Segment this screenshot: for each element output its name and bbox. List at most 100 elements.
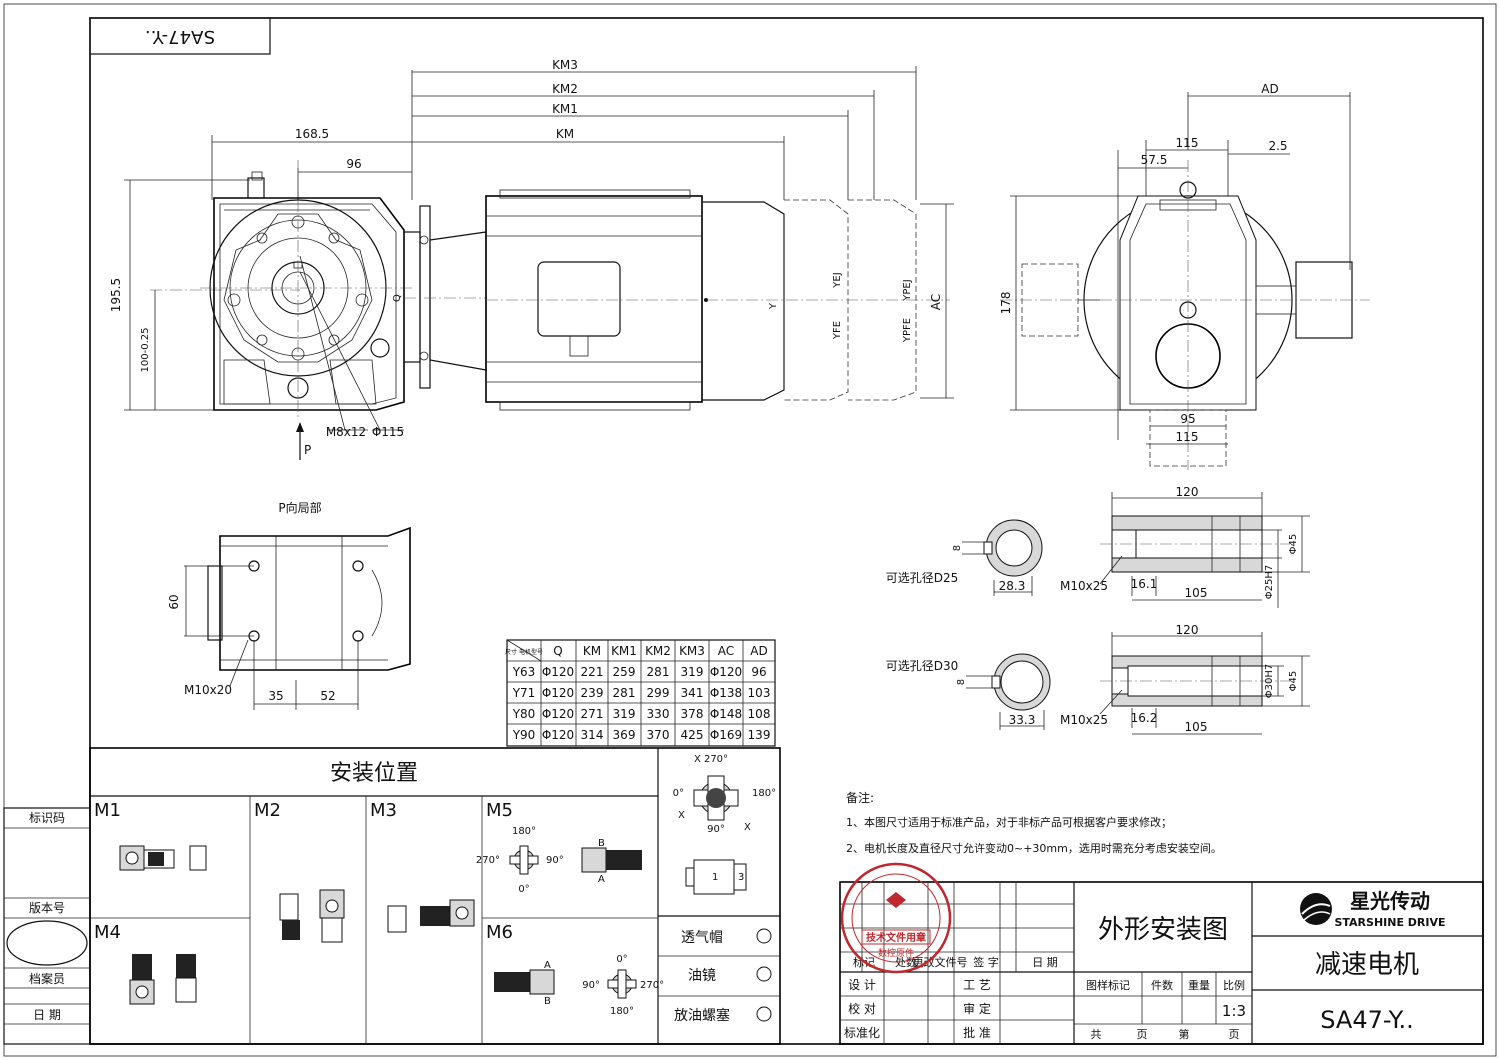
table-cell: 314 (581, 728, 604, 742)
table-header-cell: KM (583, 644, 601, 658)
position-label-m1: M1 (94, 800, 121, 821)
legend-drain-plug: 放油螺塞 (674, 1007, 730, 1024)
dim-m8x12: M8x12 (326, 425, 366, 439)
dim-ypej: YPEJ (902, 279, 913, 301)
dim-28-3: 28.3 (999, 579, 1026, 593)
table-row: Y80 Φ120 271 319 330 378 Φ148 108 (512, 707, 771, 721)
table-cell: 330 (647, 707, 670, 721)
dim-m10x25-b: M10x25 (1060, 713, 1108, 727)
dim-96: 96 (346, 157, 361, 171)
table-cell: Φ120 (710, 665, 742, 679)
dim-195-5: 195.5 (109, 278, 123, 312)
table-header-cell: KM1 (611, 644, 637, 658)
model-box (89, 17, 271, 55)
dim-105-a: 105 (1185, 586, 1208, 600)
table-cell: 370 (647, 728, 670, 742)
dim-105-b: 105 (1185, 720, 1208, 734)
table-header-cell: AD (750, 644, 767, 658)
bore-d25-label: 可选孔径D25 (886, 571, 959, 585)
table-cell: Φ169 (710, 728, 742, 742)
table-cell: Y71 (512, 686, 536, 700)
tb-check: 校 对 (848, 1001, 876, 1016)
dim-2-5: 2.5 (1268, 139, 1287, 153)
tb-model: SA47-Y.. (1320, 1006, 1414, 1034)
table-cell: 299 (647, 686, 670, 700)
tb-scale-value: 1:3 (1222, 1002, 1246, 1020)
m6-angle-90: 90° (582, 980, 600, 991)
table-header-cell: AC (718, 644, 734, 658)
table-cell: Y90 (512, 728, 536, 742)
dim-phi115: Φ115 (372, 425, 404, 439)
breather-icon (756, 928, 772, 944)
dim-115-top: 115 (1176, 136, 1199, 150)
table-row: Y63 Φ120 221 259 281 319 Φ120 96 (512, 665, 767, 679)
p-local-view-title: P向局部 (278, 500, 321, 515)
table-cell: 341 (681, 686, 704, 700)
dim-km1: KM1 (552, 102, 578, 116)
m4-sketch (129, 954, 197, 1005)
legend-breather: 透气帽 (681, 930, 723, 946)
table-cell: 319 (613, 707, 636, 721)
terminal-orientation-sketch: 270° 0° 180° 90° X X X 1 3 (673, 754, 776, 895)
front-view: KM3 KM2 KM1 KM 168.5 96 195.5 100-0.25 (109, 58, 954, 460)
dim-95: 95 (1180, 412, 1195, 426)
table-row: Y90 Φ120 314 369 370 425 Φ169 139 (512, 728, 771, 742)
m6-mark-b: B (544, 996, 551, 1007)
tb-scale: 比例 (1223, 978, 1245, 992)
stamp-main-text: 技术文件用章 (866, 931, 926, 944)
strip-archivist: 档案员 (29, 971, 65, 986)
tb-change-doc: 更改文件号 (913, 955, 968, 969)
drain-plug-icon (756, 1006, 772, 1022)
dim-8-b: 8 (956, 679, 967, 685)
model-box-text: SA47-Y.. (145, 26, 215, 47)
bore-d30-label: 可选孔径D30 (886, 659, 959, 673)
table-cell: 221 (581, 665, 604, 679)
dim-km2: KM2 (552, 82, 578, 96)
oil-sight-icon (756, 966, 772, 982)
view-p-arrow-label: P (304, 443, 311, 457)
table-cell: Φ120 (542, 665, 574, 679)
table-cell: 425 (681, 728, 704, 742)
dim-km: KM (556, 127, 574, 141)
dim-m10x25-a: M10x25 (1060, 579, 1108, 593)
position-label-m4: M4 (94, 922, 121, 943)
m5-angle-180: 180° (512, 826, 536, 837)
table-cell: Y63 (512, 665, 536, 679)
m6-mark-a: A (544, 960, 551, 971)
dim-120-b: 120 (1176, 623, 1199, 637)
dim-35: 35 (268, 689, 283, 703)
table-cell: Φ120 (542, 686, 574, 700)
dim-8-a: 8 (952, 545, 963, 551)
orient-angle-0: 0° (673, 788, 684, 799)
sheet-border (3, 3, 1497, 1057)
tb-date: 日 期 (1032, 956, 1058, 969)
brand-en: STARSHINE DRIVE (1334, 916, 1445, 929)
dim-q-marker: Q (392, 294, 403, 302)
bore-option-d30: 可选孔径D30 8 33.3 120 M10x25 16.2 105 Φ30H7 (886, 623, 1310, 735)
stamp-star-icon (886, 892, 906, 908)
table-cell: 281 (613, 686, 636, 700)
dim-phi45-b: Φ45 (1288, 671, 1299, 692)
dim-yfe: YFE (832, 321, 843, 340)
mounting-positions: 安装位置 M1 M2 M3 M5 M4 M6 (89, 747, 781, 1045)
dim-ac: AC (929, 294, 943, 310)
bore-option-d25: 可选孔径D25 8 28.3 120 M10x25 16.1 105 Φ45 (886, 485, 1310, 608)
orient-mark-x-right: X (744, 822, 751, 833)
strip-version: 版本号 (29, 901, 65, 915)
title-block: 标记 处数 更改文件号 签 字 日 期 设 计 工 艺 校 对 审 定 标准化 … (839, 862, 1484, 1045)
tb-pieces: 件数 (1151, 979, 1173, 992)
brand-cn: 星光传动 (1350, 889, 1430, 913)
table-cell: Φ120 (542, 728, 574, 742)
table-cell: 139 (748, 728, 771, 742)
m5-angle-0: 0° (518, 884, 529, 895)
drawing-frame (89, 17, 1484, 1045)
table-cell: 271 (581, 707, 604, 721)
tb-sample-mark: 图样标记 (1086, 978, 1130, 992)
table-cell: Φ120 (542, 707, 574, 721)
tb-product: 减速电机 (1315, 950, 1419, 980)
tb-craft: 工 艺 (963, 978, 991, 992)
note-item: 1、本图尺寸适用于标准产品，对于非标产品可根据客户要求修改； (846, 815, 1172, 829)
table-cell: 103 (748, 686, 771, 700)
dim-ad: AD (1261, 82, 1278, 96)
